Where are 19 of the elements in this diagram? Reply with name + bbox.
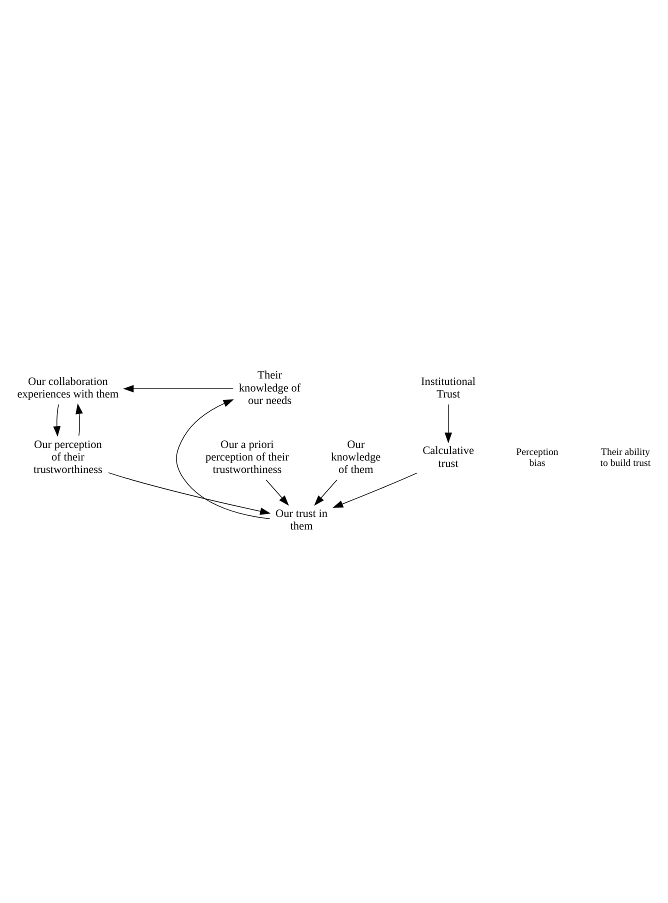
arrow <box>76 403 83 436</box>
arrow <box>332 472 418 508</box>
node-text: Our collaboration experiences with them <box>17 376 119 401</box>
node-text: Calculative trust <box>422 445 474 470</box>
label: Their ability to build trust <box>600 447 651 469</box>
node-text: Institutional Trust <box>421 376 476 401</box>
arrow <box>266 480 289 506</box>
node-text: Our perception of their trustworthiness <box>33 438 102 476</box>
node-text: Their knowledge of our needs <box>238 370 301 408</box>
node-text: Our knowledge of them <box>331 438 381 476</box>
label: Perception bias <box>516 447 558 469</box>
arrow <box>176 399 270 520</box>
arrow <box>314 480 338 506</box>
node-text: Our trust in them <box>276 508 328 533</box>
node-text: Our a priori perception of their trustworthiness <box>206 438 289 476</box>
arrow <box>444 404 452 444</box>
arrow <box>53 404 61 437</box>
arrow <box>108 472 271 515</box>
arrow <box>123 384 234 392</box>
